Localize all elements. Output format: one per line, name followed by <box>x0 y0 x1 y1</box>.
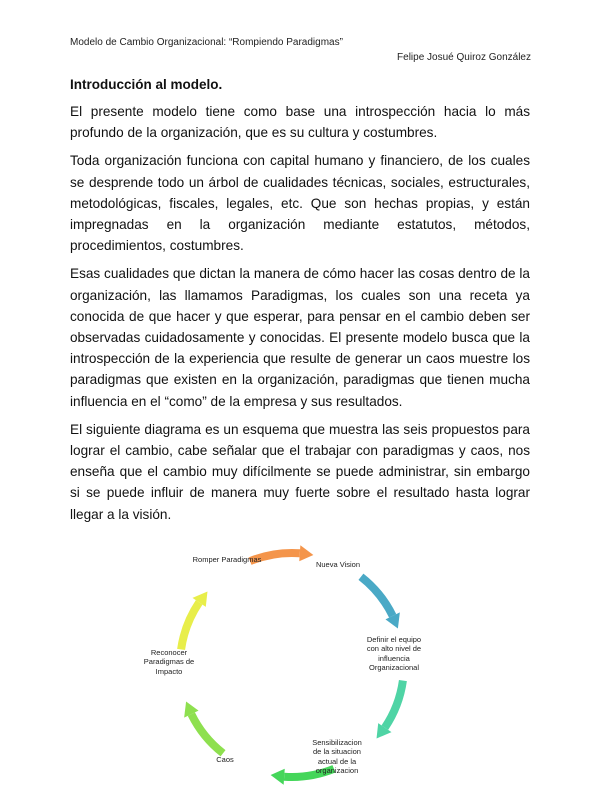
header-document-title: Modelo de Cambio Organizacional: “Rompie… <box>70 37 343 48</box>
paragraph: El presente modelo tiene como base una i… <box>70 104 530 141</box>
document-body: Introducción al modelo. El presente mode… <box>70 76 530 797</box>
cycle-arrow-shaft <box>248 548 301 565</box>
cycle-arrow-shaft <box>381 679 407 730</box>
cycle-arrows <box>177 545 407 785</box>
paragraph: Esas cualidades que dictan la manera de … <box>70 266 530 409</box>
cycle-arrow-shaft <box>358 573 397 618</box>
cycle-arrow-head-icon <box>192 591 208 607</box>
cycle-arrow-shaft <box>177 599 203 650</box>
paragraph: El siguiente diagrama es un esquema que … <box>70 421 530 522</box>
step-label-romper-paradigmas: Romper Paradigmas <box>192 554 262 564</box>
cycle-arrow-shaft <box>187 712 226 757</box>
cycle-arrow-head-icon <box>184 701 199 718</box>
cycle-diagram: Romper Paradigmas Nueva Vision Definir e… <box>140 535 450 797</box>
section-heading: Introducción al modelo. <box>70 77 223 92</box>
header-author: Felipe Josué Quiroz González <box>397 52 531 63</box>
step-label-reconocer-paradigmas: Reconocer Paradigmas de Impacto <box>143 647 195 676</box>
cycle-arrow-head-icon <box>299 545 314 562</box>
cycle-arrow-head-icon <box>376 723 392 739</box>
step-label-caos: Caos <box>216 754 234 764</box>
step-label-sensibilizacion: Sensibilizacion de la situacion actual d… <box>312 737 362 776</box>
cycle-arrow-head-icon <box>385 612 400 629</box>
paragraph: Toda organización funciona con capital h… <box>70 153 530 254</box>
step-label-definir-equipo: Definir el equipo con alto nivel de infl… <box>366 634 422 673</box>
cycle-arrow-head-icon <box>270 768 285 785</box>
step-label-nueva-vision: Nueva Vision <box>315 559 361 569</box>
